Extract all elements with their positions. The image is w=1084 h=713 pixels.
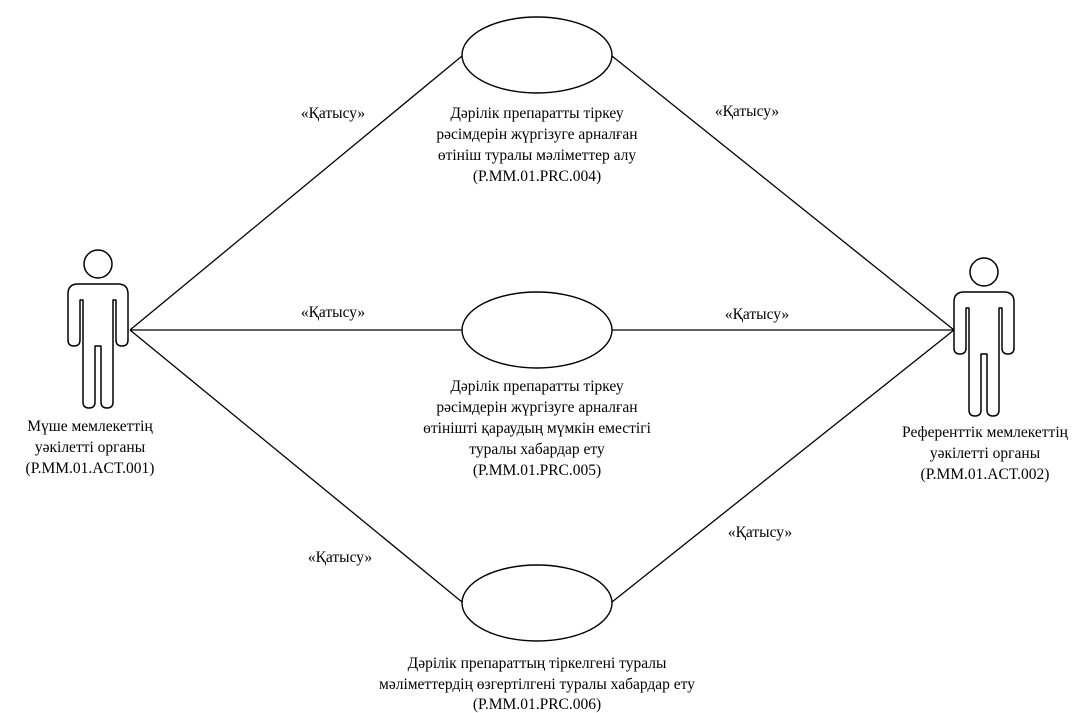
use-case-1-ellipse[interactable]	[461, 16, 613, 94]
use-case-1-caption-line: өтініш туралы мәліметтер алу	[438, 147, 637, 164]
actor-left-icon[interactable]	[67, 249, 129, 409]
use-case-1-caption-line: (P.MM.01.PRC.004)	[473, 168, 601, 185]
actor-left-body	[67, 283, 129, 409]
use-case-2-caption-line: рәсімдерін жүргізуге арналған	[436, 399, 637, 416]
actor-left-caption: Мүше мемлекеттің уәкілетті органы (P.MM.…	[26, 418, 155, 477]
association-right-uc3	[611, 329, 955, 603]
use-case-2-caption-line: Дәрілік препаратты тіркеу	[450, 378, 624, 395]
association-label-right-uc1: «Қатысу»	[715, 103, 779, 120]
actor-left-caption-line: уәкілетті органы	[35, 439, 146, 456]
actor-right-icon[interactable]	[953, 257, 1015, 417]
use-case-2-caption-line: (P.MM.01.PRC.005)	[473, 462, 601, 479]
actor-right-caption-line: Референттік мемлекеттің	[902, 424, 1069, 441]
use-case-2-ellipse[interactable]	[461, 291, 613, 369]
actor-right-caption-line: уәкілетті органы	[930, 445, 1041, 462]
association-label-left-uc1: «Қатысу»	[301, 105, 365, 122]
actor-left-head	[83, 249, 113, 279]
association-label-left-uc3: «Қатысу»	[308, 549, 372, 566]
use-case-2-caption-line: өтінішті қараудың мүмкін еместігі	[423, 420, 651, 437]
association-label-right-uc3: «Қатысу»	[728, 524, 792, 541]
actor-right-caption: Референттік мемлекеттің уәкілетті органы…	[902, 424, 1069, 483]
association-left-uc3	[129, 329, 463, 603]
association-left-uc1	[129, 55, 463, 331]
use-case-3-caption-line: мәліметтердің өзгертілгені туралы хабард…	[379, 676, 695, 693]
actor-left-caption-line: (P.MM.01.ACT.001)	[26, 460, 155, 477]
use-case-3-caption-line: (P.MM.01.PRC.006)	[473, 696, 601, 713]
use-case-1-caption-line: рәсімдерін жүргізуге арналған	[436, 126, 637, 143]
use-case-3-caption: Дәрілік препараттың тіркелгені туралы мә…	[379, 655, 695, 713]
use-case-1-caption-line: Дәрілік препаратты тіркеу	[450, 105, 624, 122]
association-label-right-uc2: «Қатысу»	[725, 306, 789, 323]
association-label-left-uc2: «Қатысу»	[301, 304, 365, 321]
use-case-1-caption: Дәрілік препаратты тіркеу рәсімдерін жүр…	[436, 105, 637, 185]
actor-right-caption-line: (P.MM.01.ACT.002)	[921, 466, 1050, 483]
actor-left-caption-line: Мүше мемлекеттің	[27, 418, 153, 435]
association-right-uc1	[611, 55, 955, 331]
actor-right-body	[953, 291, 1015, 417]
actor-right-head	[969, 257, 999, 287]
use-case-2-caption-line: туралы хабардар ету	[469, 441, 605, 458]
use-cases	[461, 16, 613, 642]
use-case-2-caption: Дәрілік препаратты тіркеу рәсімдерін жүр…	[423, 378, 651, 479]
association-labels: «Қатысу» «Қатысу» «Қатысу» «Қатысу» «Қат…	[301, 103, 792, 566]
use-case-3-ellipse[interactable]	[461, 564, 613, 642]
associations	[129, 55, 955, 603]
use-case-3-caption-line: Дәрілік препараттың тіркелгені туралы	[408, 655, 667, 672]
